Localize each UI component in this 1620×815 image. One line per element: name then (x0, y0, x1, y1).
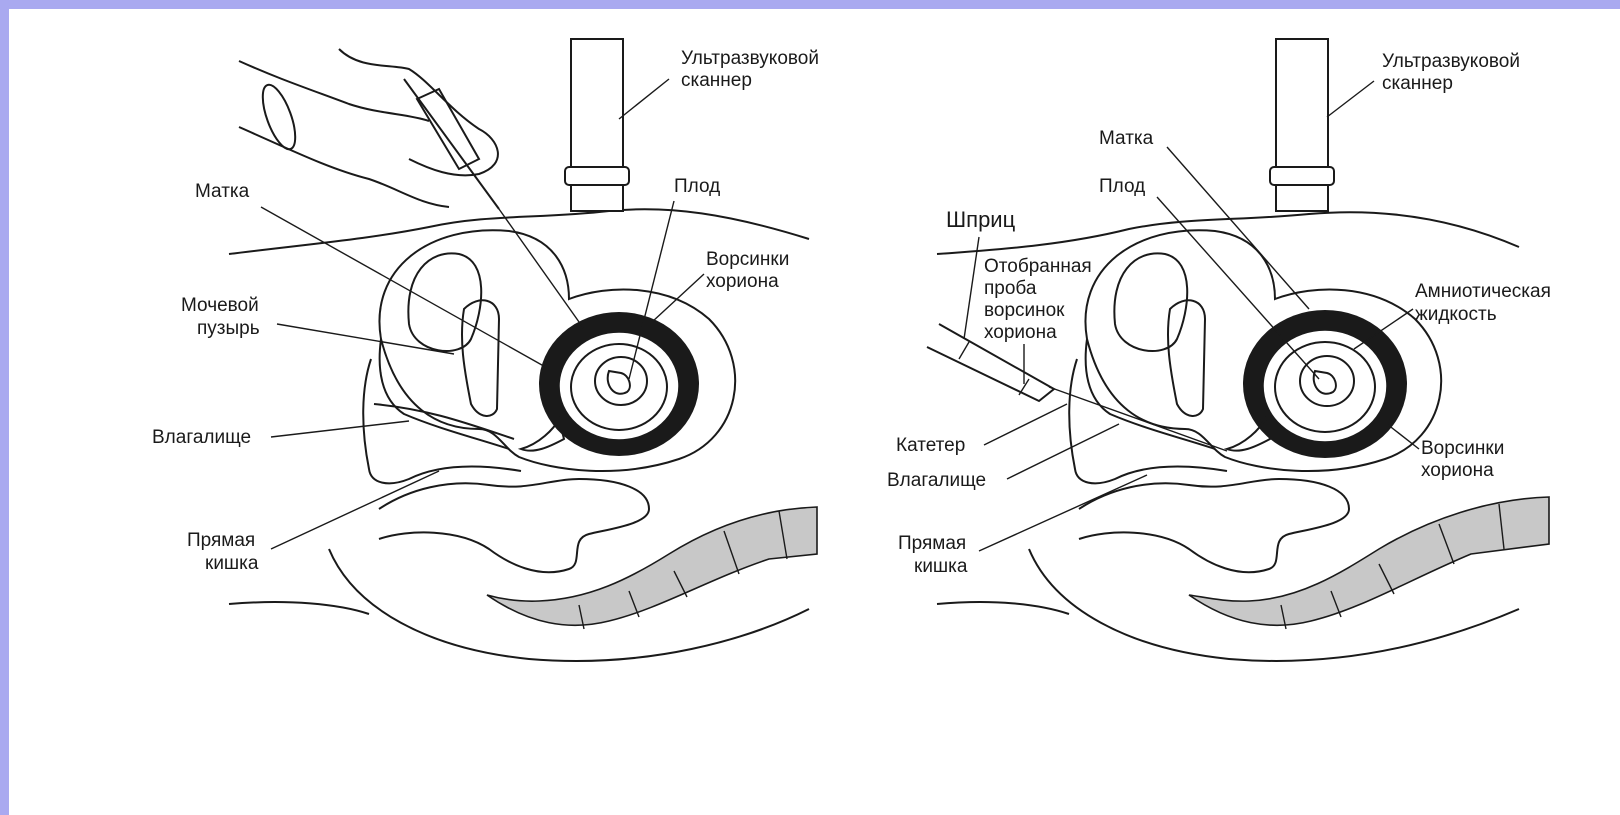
sacrum-right (1189, 497, 1549, 625)
ultrasound-scanner-right (1270, 39, 1334, 211)
sacrum-left (487, 507, 817, 625)
right-label-catheter: Катетер (896, 435, 965, 456)
left-label-uterus: Матка (195, 181, 250, 202)
arm-upper-left (239, 61, 429, 121)
bladder-left (408, 253, 481, 351)
abdominal-wall-line (229, 209, 809, 254)
rectum-right (1079, 479, 1349, 572)
transabdominal-figure (229, 39, 817, 661)
left-label-fetus: Плод (674, 176, 720, 197)
ultrasound-scanner-left (565, 39, 629, 211)
rectum-left (379, 479, 649, 572)
glove-cuff-left (256, 81, 302, 153)
right-label-vagina: Влагалище (887, 470, 986, 491)
transcervical-figure (927, 39, 1549, 661)
needle-left (499, 209, 584, 329)
right-label-fetus: Плод (1099, 176, 1145, 197)
right-label-syringe: Шприц (946, 207, 1016, 232)
catheter-line (1049, 387, 1227, 451)
left-label-vagina: Влагалище (152, 427, 251, 448)
right-label-uterus: Матка (1099, 128, 1154, 149)
cervix-left (462, 300, 499, 416)
